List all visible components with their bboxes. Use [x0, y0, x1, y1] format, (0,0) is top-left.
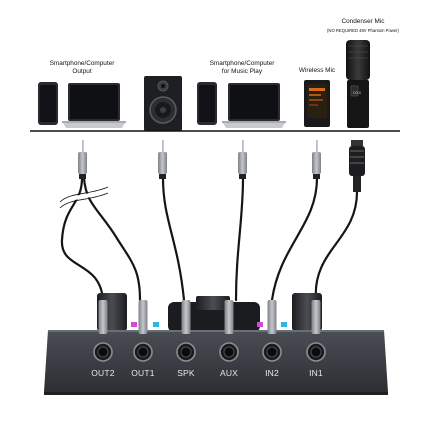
port-spk: SPK: [176, 300, 196, 378]
port-label-out1: OUT1: [131, 368, 155, 378]
knob-center-base: [168, 302, 260, 332]
label-condenser-mic: Condenser Mic: [341, 18, 385, 25]
plug-top-2: [158, 140, 167, 179]
speaker: [144, 76, 182, 131]
wireless-mic-receiver: [304, 80, 330, 127]
port-out1: OUT1: [131, 300, 155, 378]
laptop-music: [222, 83, 286, 128]
cables: [60, 176, 359, 302]
label-music-group: Smartphone/Computer for Music Play: [209, 60, 275, 75]
port-out2: OUT2: [91, 300, 115, 378]
plug-aux: [224, 300, 234, 334]
port-label-spk: SPK: [177, 368, 195, 378]
jack-hole-spk: [180, 346, 192, 358]
plug-spk: [181, 300, 191, 334]
plug-out2: [98, 300, 108, 334]
port-label-out2: OUT2: [91, 368, 115, 378]
jack-hole-out2: [97, 346, 109, 358]
smartphone-output: [38, 82, 58, 125]
port-aux: AUX: [219, 300, 239, 378]
jack-hole-aux: [223, 346, 235, 358]
port-in2: IN2: [262, 300, 282, 378]
port-in1: IN1: [306, 300, 326, 378]
audio-interface: [44, 293, 388, 395]
port-label-in2: IN2: [265, 368, 279, 378]
label-output-group: Smartphone/Computer Output: [49, 60, 115, 75]
port-label-in1: IN1: [309, 368, 323, 378]
plug-in1: [311, 300, 321, 334]
plug-in2: [267, 300, 277, 334]
plug-top-1: [78, 140, 87, 179]
cable-break-mark: [58, 186, 109, 209]
plug-out1: [138, 300, 148, 334]
label-condenser-mic-note: (NO REQUIRED 48V Phantom Power): [327, 28, 399, 33]
jack-hole-in2: [266, 346, 278, 358]
xlr-connector: [349, 140, 365, 192]
plug-top-4: [312, 140, 321, 179]
jack-hole-in1: [310, 346, 322, 358]
port-label-aux: AUX: [220, 368, 238, 378]
smartphone-music: [197, 82, 217, 125]
plug-top-3: [238, 140, 247, 179]
condenser-mic: DXX: [346, 40, 370, 128]
laptop-output: [62, 83, 126, 128]
jack-hole-out1: [137, 346, 149, 358]
mic-brand: DXX: [353, 90, 362, 95]
knob-center: [196, 296, 230, 310]
label-wireless-mic: Wireless Mic: [298, 67, 336, 74]
